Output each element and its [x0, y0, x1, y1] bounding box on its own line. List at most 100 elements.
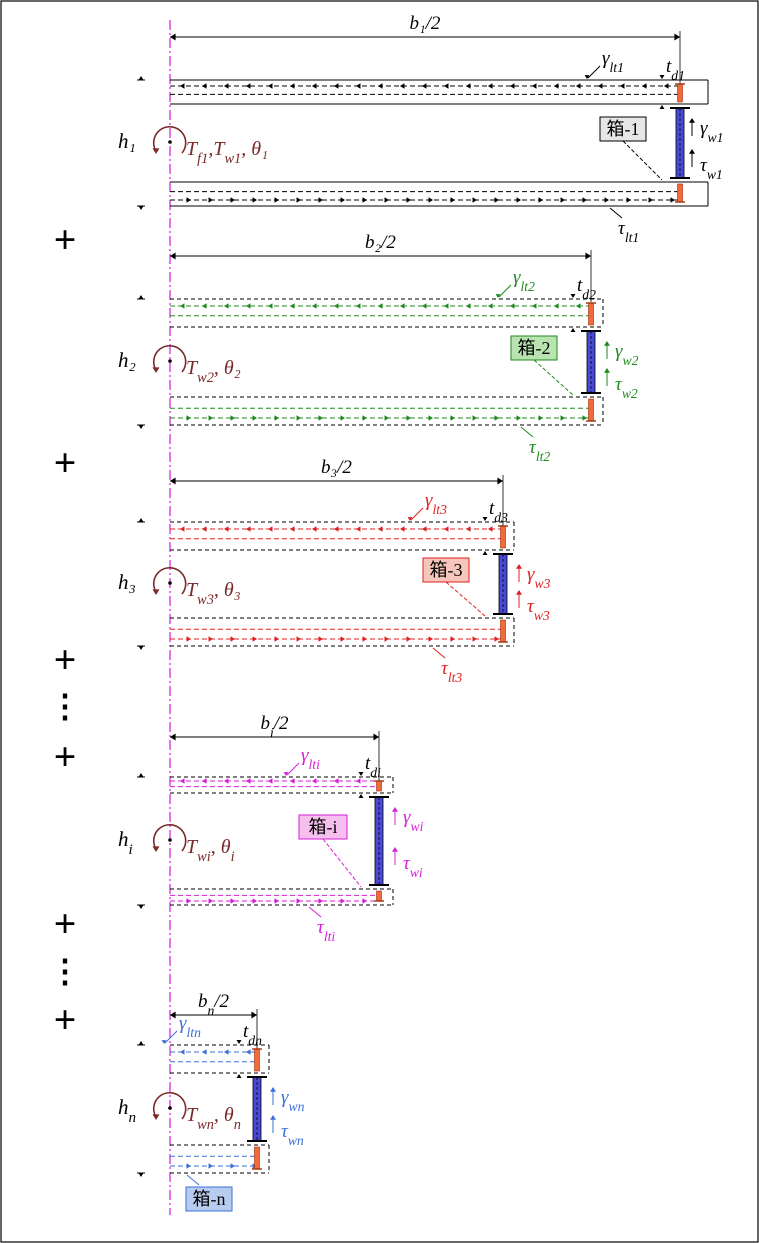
- box-tag-frame: [298, 814, 348, 840]
- shear-arrow-bottom: [516, 197, 521, 203]
- plus-sign: +: [54, 997, 77, 1042]
- torque-label: Twi, θi: [186, 836, 235, 865]
- shear-arrow-top: [180, 778, 185, 784]
- shear-arrow-top: [268, 303, 273, 309]
- height-label: hn: [118, 1095, 136, 1126]
- leader-line: [410, 507, 424, 521]
- shear-arrow-top: [180, 303, 185, 309]
- web-arrow: [270, 1087, 276, 1092]
- shear-arrow-top: [290, 303, 295, 309]
- shear-arrow-top: [466, 303, 471, 309]
- td-arrow: [659, 105, 665, 109]
- shear-arrow-top: [422, 83, 427, 89]
- web-arrow: [392, 807, 398, 812]
- box-tag-frame: [185, 1186, 233, 1212]
- shear-arrow-top: [180, 526, 185, 532]
- web-arrow: [270, 1115, 276, 1120]
- torque-arrowhead: [152, 846, 160, 852]
- torque-center: [168, 1106, 172, 1110]
- leader-line: [308, 906, 322, 918]
- gamma-w-label: γw2: [615, 341, 639, 368]
- dim-arrow-left: [170, 477, 176, 485]
- shear-arrow-bottom: [494, 636, 499, 642]
- shear-arrow-top: [246, 778, 251, 784]
- torque-label: Twn, θn: [186, 1104, 241, 1133]
- shear-arrow-bottom: [208, 1163, 213, 1169]
- web-arrow: [604, 341, 610, 346]
- gamma-lt-label: γltn: [179, 1013, 201, 1040]
- shear-arrow-bottom: [494, 415, 499, 421]
- web-plate: [374, 796, 384, 886]
- shear-arrow-bottom: [406, 636, 411, 642]
- td-arrow: [358, 794, 364, 798]
- box-tag-label: 箱-1: [607, 119, 640, 139]
- shear-arrow-bottom: [604, 197, 609, 203]
- shear-arrow-top: [378, 526, 383, 532]
- shear-arrow-top: [246, 526, 251, 532]
- shear-arrow-bottom: [384, 415, 389, 421]
- tau-lt-label: τlt2: [529, 437, 550, 464]
- tau-lt-label: τlt3: [441, 658, 462, 685]
- top-flange-plate: [588, 302, 594, 326]
- tau-w-label: τwi: [403, 853, 423, 880]
- shear-arrow-top: [334, 303, 339, 309]
- torque-arrowhead: [152, 589, 160, 595]
- leader-line: [186, 1174, 200, 1186]
- gamma-lt-label: γlti: [301, 745, 320, 772]
- shear-arrow-bottom: [252, 197, 257, 203]
- shear-arrow-top: [356, 303, 361, 309]
- shear-arrow-bottom: [274, 197, 279, 203]
- shear-arrow-bottom: [362, 415, 367, 421]
- torque-arc: [152, 1092, 187, 1120]
- gamma-w-label: γwn: [281, 1087, 305, 1114]
- leader-arrow: [283, 772, 289, 776]
- shear-arrow-top: [576, 83, 581, 89]
- box-tag-leader: [622, 140, 663, 181]
- shear-arrow-top: [378, 83, 383, 89]
- td-arrow: [358, 772, 364, 776]
- leader-line: [609, 207, 623, 219]
- shear-arrow-top: [598, 83, 603, 89]
- shear-arrow-bottom: [670, 197, 675, 203]
- shear-arrow-bottom: [428, 197, 433, 203]
- shear-arrow-bottom: [560, 197, 565, 203]
- leader-arrow: [584, 75, 590, 79]
- shear-arrow-bottom: [406, 197, 411, 203]
- td-label: td2: [577, 275, 596, 302]
- h-arrow: [138, 76, 144, 80]
- shear-arrow-bottom: [450, 415, 455, 421]
- box-tag-frame: [422, 557, 470, 583]
- shear-arrow-bottom: [582, 197, 587, 203]
- torque-label: Tw3, θ₃: [186, 579, 241, 608]
- shear-arrow-bottom: [208, 197, 213, 203]
- h-arrow: [138, 1173, 144, 1177]
- shear-arrow-bottom: [208, 415, 213, 421]
- shear-arrow-bottom: [340, 197, 345, 203]
- shear-arrow-bottom: [494, 197, 499, 203]
- bottom-flange-plate: [677, 183, 683, 203]
- shear-arrow-top: [664, 83, 669, 89]
- shear-arrow-top: [224, 526, 229, 532]
- box-tag-leader: [322, 838, 362, 888]
- tau-w-label: τw3: [527, 596, 550, 623]
- shear-arrow-bottom: [362, 197, 367, 203]
- box-tag-label: 箱-2: [518, 338, 551, 358]
- shear-arrow-top: [290, 778, 295, 784]
- dim-arrow-left: [170, 33, 176, 41]
- shear-arrow-top: [400, 526, 405, 532]
- gamma-w-label: γwi: [403, 807, 424, 834]
- torque-arc: [152, 345, 187, 373]
- h-arrow: [138, 295, 144, 299]
- leader-arrow: [161, 1040, 167, 1044]
- shear-arrow-bottom: [450, 636, 455, 642]
- shear-arrow-bottom: [230, 636, 235, 642]
- shear-arrow-bottom: [538, 197, 543, 203]
- shear-arrow-top: [488, 303, 493, 309]
- shear-arrow-top: [356, 83, 361, 89]
- bottom-flange-plate: [254, 1146, 260, 1170]
